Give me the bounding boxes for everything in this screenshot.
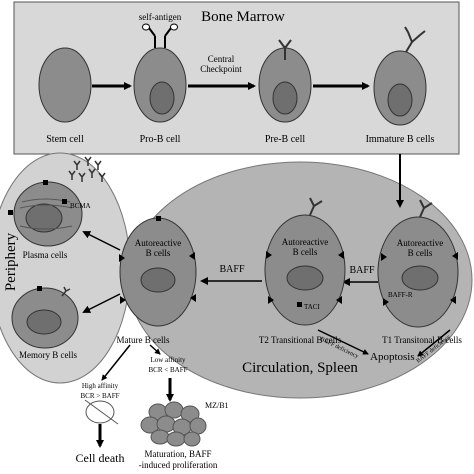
high-affinity-label-1: High affinity <box>82 382 119 390</box>
high-affinity-label-2: BCR > BAFF <box>81 392 120 400</box>
maturation-label-1: Maturation, BAFF <box>144 449 211 459</box>
t2-autoreactive-label-2: B cells <box>293 247 318 257</box>
memory-b-cell <box>11 286 79 349</box>
arrow-to-high-affinity <box>101 344 131 381</box>
t1-autoreactive-label-1: Autoreactive <box>397 238 443 248</box>
t2-autoreactive-label-1: Autoreactive <box>282 237 328 247</box>
mature-autoreactive-label-1: Autoreactive <box>135 238 181 248</box>
maturation-label-2: -induced proliferation <box>139 460 218 470</box>
self-antigen-label: self-antigen <box>139 12 182 22</box>
arrow-mature-to-plasma <box>82 231 121 251</box>
apoptosis-label: Apoptosis <box>370 351 415 363</box>
circulation-spleen-title: Circulation, Spleen <box>242 360 358 376</box>
t2-label: T2 Transitional B cells <box>259 335 342 345</box>
arrow-t2-to-apoptosis <box>317 329 369 355</box>
plasma-cell <box>8 180 83 247</box>
stem-cell-label: Stem cell <box>46 134 84 145</box>
cell-death-label: Cell death <box>76 451 125 465</box>
taci-label: TACI <box>304 303 320 311</box>
central-checkpoint-label-1: Central <box>208 54 235 64</box>
baff-label-t1: BAFF <box>349 265 374 276</box>
pre-b-cell-label: Pre-B cell <box>265 134 305 145</box>
low-affinity-label-1: Low affinity <box>150 356 186 364</box>
t1-label: T1 Transitonal B cells <box>382 335 462 345</box>
t2-transitional-b-cell <box>264 197 346 326</box>
arrow-mature-to-memory <box>82 293 121 313</box>
memory-b-cells-label: Memory B cells <box>19 350 77 360</box>
periphery-title: Periphery <box>3 232 19 291</box>
failed-cell-icon <box>84 399 119 425</box>
arrow-to-low-affinity <box>149 344 161 355</box>
central-checkpoint-label-2: Checkpoint <box>200 64 242 74</box>
immature-b-cells-label: Immature B cells <box>366 134 435 145</box>
arrow-t1-to-apoptosis <box>417 329 451 357</box>
antibodies-icon <box>68 156 106 182</box>
mature-autoreactive-label-2: B cells <box>146 248 171 258</box>
baff-label-t2: BAFF <box>219 264 244 275</box>
baff-r-label: BAFF-R <box>388 291 413 299</box>
bone-marrow-title: Bone Marrow <box>201 9 285 25</box>
mz-b1-label: MZ/B1 <box>205 401 229 410</box>
immature-b-cell <box>373 26 427 126</box>
t1-autoreactive-label-2: B cells <box>408 248 433 258</box>
mature-b-cells-label: Mature B cells <box>117 335 170 345</box>
pre-b-cell <box>258 39 312 123</box>
low-affinity-label-2: BCR < BAFF <box>149 366 188 374</box>
t1-transitional-b-cell <box>377 199 459 328</box>
pro-b-cell-label: Pro-B cell <box>140 134 181 145</box>
bcma-label: BCMA <box>70 202 91 210</box>
stem-cell <box>38 47 92 123</box>
pro-b-cell <box>133 23 187 123</box>
plasma-cells-label: Plasma cells <box>23 250 68 260</box>
mature-b-cell <box>119 216 197 327</box>
proliferating-cells-cluster <box>140 401 207 447</box>
